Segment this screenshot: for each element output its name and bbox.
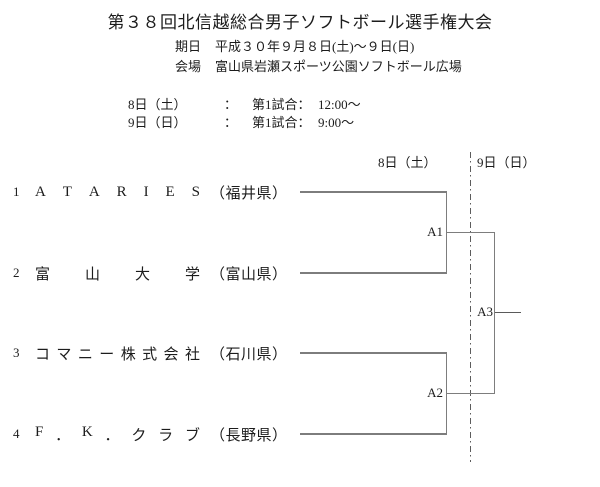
column-header-day1: 8日（土）: [378, 155, 437, 170]
first-game-label: 第1試合：: [252, 97, 311, 112]
venue-label: 会場: [175, 59, 202, 74]
team-name: 富山大学: [35, 266, 200, 283]
bracket-line-team4: [300, 433, 447, 435]
match-label-a1: A1: [427, 224, 443, 239]
team-row-3: 3 コマニー株式会社 （石川県）: [13, 343, 288, 363]
schedule-separator: ：: [224, 115, 238, 130]
schedule-separator: ：: [224, 97, 238, 112]
schedule-day: 8日（土）: [128, 97, 187, 112]
match-label-a2: A2: [427, 385, 443, 400]
schedule-row-day2: 9日（日） ： 第1試合： 9:00～: [128, 114, 354, 131]
match-label-a3: A3: [477, 304, 493, 319]
bracket-connector-match-a2: [445, 352, 448, 434]
seed-number: 3: [13, 345, 20, 360]
date-label: 期日: [175, 39, 202, 54]
team-row-2: 2 富山大学 （富山県）: [13, 263, 288, 283]
column-header-day2: 9日（日）: [477, 155, 536, 170]
event-venue-row: 会場 富山県岩瀬スポーツ公園ソフトボール広場: [175, 59, 462, 75]
team-prefecture: （石川県）: [210, 346, 288, 363]
team-prefecture: （富山県）: [210, 266, 288, 283]
seed-number: 1: [13, 184, 20, 199]
schedule-row-day1: 8日（土） ： 第1試合： 12:00～: [128, 96, 361, 113]
bracket-connector-match-a1: [445, 191, 448, 273]
event-date-row: 期日 平成３０年９月８日(土)～９日(日): [175, 39, 414, 55]
first-game-time: 9:00～: [318, 115, 355, 130]
schedule-day: 9日（日）: [128, 115, 187, 130]
page-title: 第３８回北信越総合男子ソフトボール選手権大会: [107, 13, 493, 32]
seed-number: 2: [13, 265, 20, 280]
first-game-label: 第1試合：: [252, 115, 311, 130]
first-game-time: 12:00～: [318, 97, 361, 112]
bracket-winner-line-a1: [447, 231, 495, 234]
venue-value: 富山県岩瀬スポーツ公園ソフトボール広場: [215, 59, 462, 74]
seed-number: 4: [13, 426, 20, 441]
bracket-line-team3: [300, 352, 447, 354]
bracket-winner-line-a2: [447, 392, 495, 395]
date-value: 平成３０年９月８日(土)～９日(日): [215, 39, 415, 54]
team-prefecture: （長野県）: [210, 427, 288, 444]
bracket-line-team2: [300, 272, 447, 274]
team-name: F．K．クラブ: [35, 423, 200, 444]
bracket-champion-line: [495, 312, 521, 314]
day-divider-line: [470, 152, 471, 462]
bracket-line-team1: [300, 191, 447, 193]
team-prefecture: （福井県）: [210, 185, 288, 202]
team-row-4: 4 F．K．クラブ （長野県）: [13, 424, 288, 444]
team-name: コマニー株式会社: [35, 346, 200, 363]
bracket-connector-match-a3: [493, 231, 496, 394]
